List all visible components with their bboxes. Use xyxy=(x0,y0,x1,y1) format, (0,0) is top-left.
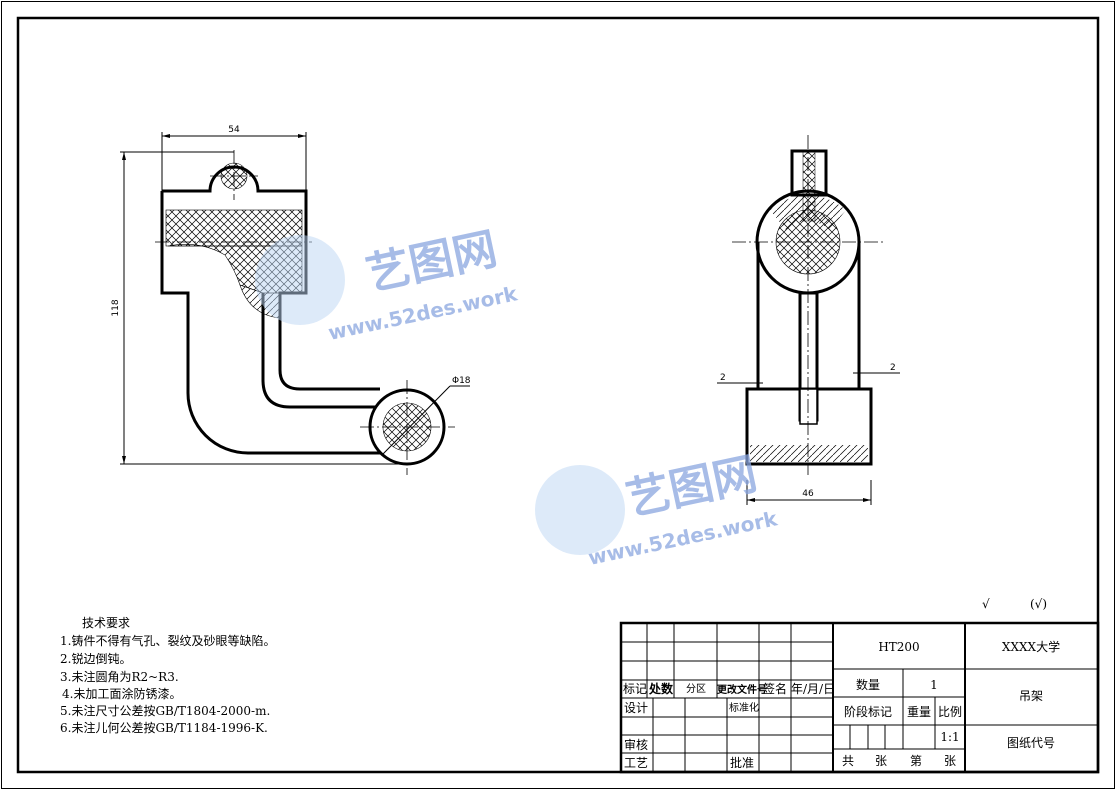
technical-requirements: 技术要求 1.铸件不得有气孔、裂纹及砂眼等缺陷。 2.锐边倒钝。 3.未注圆角为… xyxy=(60,616,275,735)
svg-text:6.未注儿何公差按GB/T1184-1996-K.: 6.未注儿何公差按GB/T1184-1996-K. xyxy=(60,720,268,735)
svg-text:3.未注圆角为R2~R3.: 3.未注圆角为R2~R3. xyxy=(60,669,179,684)
dim-width-top: 54 xyxy=(228,125,240,135)
watermark-2: 艺图网 www.52des.work xyxy=(535,448,780,570)
svg-text:分区: 分区 xyxy=(686,683,706,695)
svg-text:www.52des.work: www.52des.work xyxy=(326,281,520,345)
dim-gap-left: 2 xyxy=(720,373,726,383)
dim-width-base: 46 xyxy=(802,489,814,499)
svg-text:共: 共 xyxy=(842,754,854,768)
svg-text:工艺: 工艺 xyxy=(624,756,648,770)
title-block: 标记 处数 分区 更改文件号 签名 年/月/日 设计 标准化 审核 工艺 批准 … xyxy=(619,621,1100,774)
svg-text:重量: 重量 xyxy=(907,705,931,719)
dim-height-left: 118 xyxy=(111,299,121,316)
svg-text:审核: 审核 xyxy=(624,737,648,752)
roughness-symbol-paren: (√) xyxy=(1030,597,1047,611)
svg-text:1:1: 1:1 xyxy=(940,730,959,744)
svg-text:5.未注尺寸公差按GB/T1804-2000-m.: 5.未注尺寸公差按GB/T1804-2000-m. xyxy=(60,703,270,718)
svg-text:签名: 签名 xyxy=(763,681,787,696)
front-view: 54 118 Φ18 xyxy=(111,125,471,475)
svg-text:批准: 批准 xyxy=(730,755,754,770)
svg-text:第: 第 xyxy=(910,754,922,768)
svg-text:张: 张 xyxy=(875,754,887,768)
side-view: 46 2 2 xyxy=(717,135,900,505)
svg-text:标记: 标记 xyxy=(623,682,647,696)
inner-border xyxy=(16,16,1100,774)
svg-text:2.锐边倒钝。: 2.锐边倒钝。 xyxy=(60,652,131,666)
svg-text:4.未加工面涂防锈漆。: 4.未加工面涂防锈漆。 xyxy=(62,686,181,701)
svg-text:年/月/日: 年/月/日 xyxy=(791,682,835,696)
material: HT200 xyxy=(878,640,919,654)
school: XXXX大学 xyxy=(1002,639,1060,654)
dim-diameter: Φ18 xyxy=(452,376,471,386)
tech-req-title: 技术要求 xyxy=(82,616,130,630)
dim-gap-right: 2 xyxy=(890,363,896,373)
svg-text:设计: 设计 xyxy=(624,701,648,715)
svg-text:处数: 处数 xyxy=(648,681,674,696)
drawing-number: 图纸代号 xyxy=(1007,736,1055,750)
svg-text:1.铸件不得有气孔、裂纹及砂眼等缺陷。: 1.铸件不得有气孔、裂纹及砂眼等缺陷。 xyxy=(60,633,275,648)
watermark-1: 艺图网 www.52des.work xyxy=(255,223,520,345)
svg-text:张: 张 xyxy=(944,754,956,768)
svg-text:标准化: 标准化 xyxy=(729,701,759,714)
svg-text:1: 1 xyxy=(930,678,938,692)
svg-text:更改文件号: 更改文件号 xyxy=(717,683,767,696)
svg-text:数量: 数量 xyxy=(856,677,880,692)
roughness-symbol: √ xyxy=(982,597,990,611)
svg-text:比例: 比例 xyxy=(938,705,962,719)
svg-text:阶段标记: 阶段标记 xyxy=(844,704,892,719)
part-name: 吊架 xyxy=(1019,689,1043,703)
